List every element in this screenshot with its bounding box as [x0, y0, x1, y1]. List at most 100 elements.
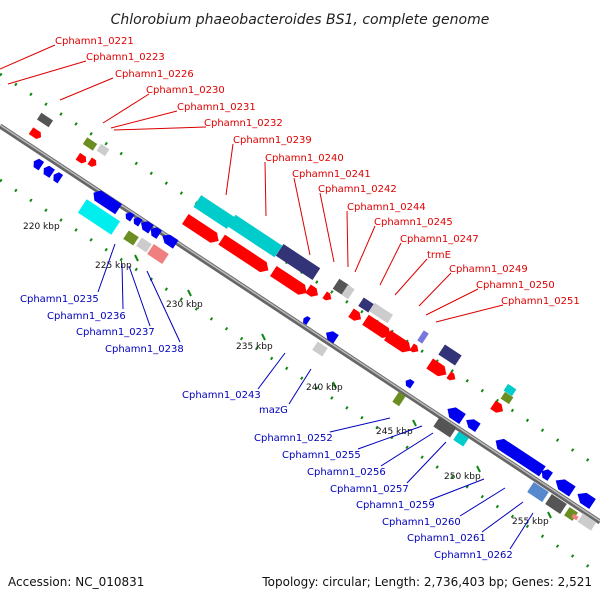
genome-backbone	[0, 123, 600, 525]
gene-label: Cphamn1_0250	[476, 280, 555, 291]
gene-label: Cphamn1_0251	[501, 296, 580, 307]
gene-feature	[446, 371, 456, 381]
gene-label: Cphamn1_0262	[434, 550, 513, 561]
gene-label: Cphamn1_0245	[374, 217, 453, 228]
gene-feature	[325, 331, 339, 344]
gene-label: Cphamn1_0259	[356, 500, 435, 511]
gene-feature	[43, 165, 55, 178]
gene-label: Cphamn1_0237	[76, 327, 155, 338]
forward-leader-lines	[0, 44, 504, 323]
scale-label: 245 kbp	[376, 427, 413, 437]
gene-feature	[495, 438, 546, 477]
gene-feature	[82, 137, 98, 151]
gene-feature	[147, 244, 169, 264]
gene-feature	[348, 308, 362, 321]
gene-feature	[490, 400, 504, 413]
gene-feature	[33, 158, 45, 171]
gene-feature	[75, 152, 87, 164]
gene-feature	[125, 212, 135, 222]
gene-feature	[577, 492, 596, 509]
gene-feature	[545, 494, 567, 514]
scale-label: 235 kbp	[236, 342, 273, 352]
gene-feature	[433, 416, 457, 438]
gene-feature	[140, 221, 154, 234]
scale-ticks	[102, 221, 552, 519]
gene-label: Cphamn1_0236	[47, 311, 126, 322]
gene-label: Cphamn1_0242	[318, 184, 397, 195]
forward-gene-features	[28, 112, 517, 413]
gene-feature	[503, 383, 517, 397]
gene-label: Cphamn1_0256	[307, 467, 386, 478]
forward-gene-labels: Cphamn1_0221 Cphamn1_0223 Cphamn1_0226 C…	[55, 36, 580, 307]
gene-feature	[500, 391, 514, 405]
gene-feature	[53, 172, 64, 184]
gene-feature	[405, 379, 415, 389]
gene-label: Cphamn1_0244	[347, 202, 426, 213]
gene-feature	[409, 343, 419, 353]
inner-guide-ring	[0, 178, 600, 576]
gene-feature	[275, 244, 321, 280]
gene-feature	[577, 513, 597, 531]
gene-feature	[150, 227, 162, 239]
gene-feature	[341, 284, 355, 300]
reverse-gene-labels: Cphamn1_0235 Cphamn1_0236 Cphamn1_0237 C…	[20, 294, 513, 561]
gene-feature	[358, 297, 374, 313]
gene-feature	[123, 230, 139, 246]
scale-label: 240 kbp	[306, 383, 343, 393]
gene-label: Cphamn1_0232	[204, 118, 283, 129]
gene-feature	[182, 213, 219, 243]
gene-label: Cphamn1_0231	[177, 102, 256, 113]
reverse-leader-lines	[97, 243, 534, 550]
gene-feature	[193, 195, 235, 229]
gene-feature	[466, 419, 481, 433]
gene-label: Cphamn1_0241	[292, 169, 371, 180]
gene-feature	[28, 127, 42, 139]
gene-feature	[417, 330, 429, 344]
gene-label: Cphamn1_0240	[265, 153, 344, 164]
gene-label: Cphamn1_0235	[20, 294, 99, 305]
scale-labels: 220 kbp 225 kbp 230 kbp 235 kbp 240 kbp …	[23, 222, 549, 527]
gene-label: Cphamn1_0226	[115, 69, 194, 80]
gene-feature	[302, 316, 311, 325]
scale-label: 250 kbp	[444, 472, 481, 482]
gene-feature	[447, 407, 466, 424]
scale-label: 225 kbp	[95, 261, 132, 271]
scale-label: 220 kbp	[23, 222, 60, 232]
gene-feature	[426, 358, 447, 377]
gene-label: mazG	[259, 405, 288, 416]
gene-feature	[322, 291, 332, 301]
gene-feature	[527, 482, 549, 502]
gene-label: Cphamn1_0230	[146, 85, 225, 96]
gene-label: Cphamn1_0239	[233, 135, 312, 146]
scale-label: 230 kbp	[166, 300, 203, 310]
gene-feature	[305, 284, 319, 297]
gene-feature	[136, 237, 152, 253]
gene-feature	[87, 157, 97, 167]
gene-feature	[369, 302, 393, 324]
gene-label: Cphamn1_0247	[400, 234, 479, 245]
gene-label: trmE	[427, 250, 451, 261]
gene-feature	[162, 234, 179, 249]
gene-feature	[312, 341, 328, 357]
gene-feature	[384, 330, 411, 353]
gene-feature	[227, 214, 283, 258]
gene-label: Cphamn1_0223	[86, 52, 165, 63]
gene-feature	[93, 190, 122, 215]
gene-label: Cphamn1_0243	[182, 390, 261, 401]
gene-feature	[392, 391, 406, 407]
gene-feature	[36, 112, 54, 128]
gene-feature	[541, 469, 553, 481]
gene-feature	[270, 265, 307, 295]
gene-feature	[571, 513, 579, 521]
gene-label: Cphamn1_0238	[105, 344, 184, 355]
gene-label: Cphamn1_0261	[407, 533, 486, 544]
topology-summary: Topology: circular; Length: 2,736,403 bp…	[261, 575, 592, 589]
gene-label: Cphamn1_0221	[55, 36, 134, 47]
gene-feature	[453, 431, 469, 447]
gene-feature	[438, 344, 462, 366]
gene-label: Cphamn1_0255	[282, 450, 361, 461]
gene-feature	[218, 234, 269, 273]
gene-feature	[77, 199, 121, 235]
